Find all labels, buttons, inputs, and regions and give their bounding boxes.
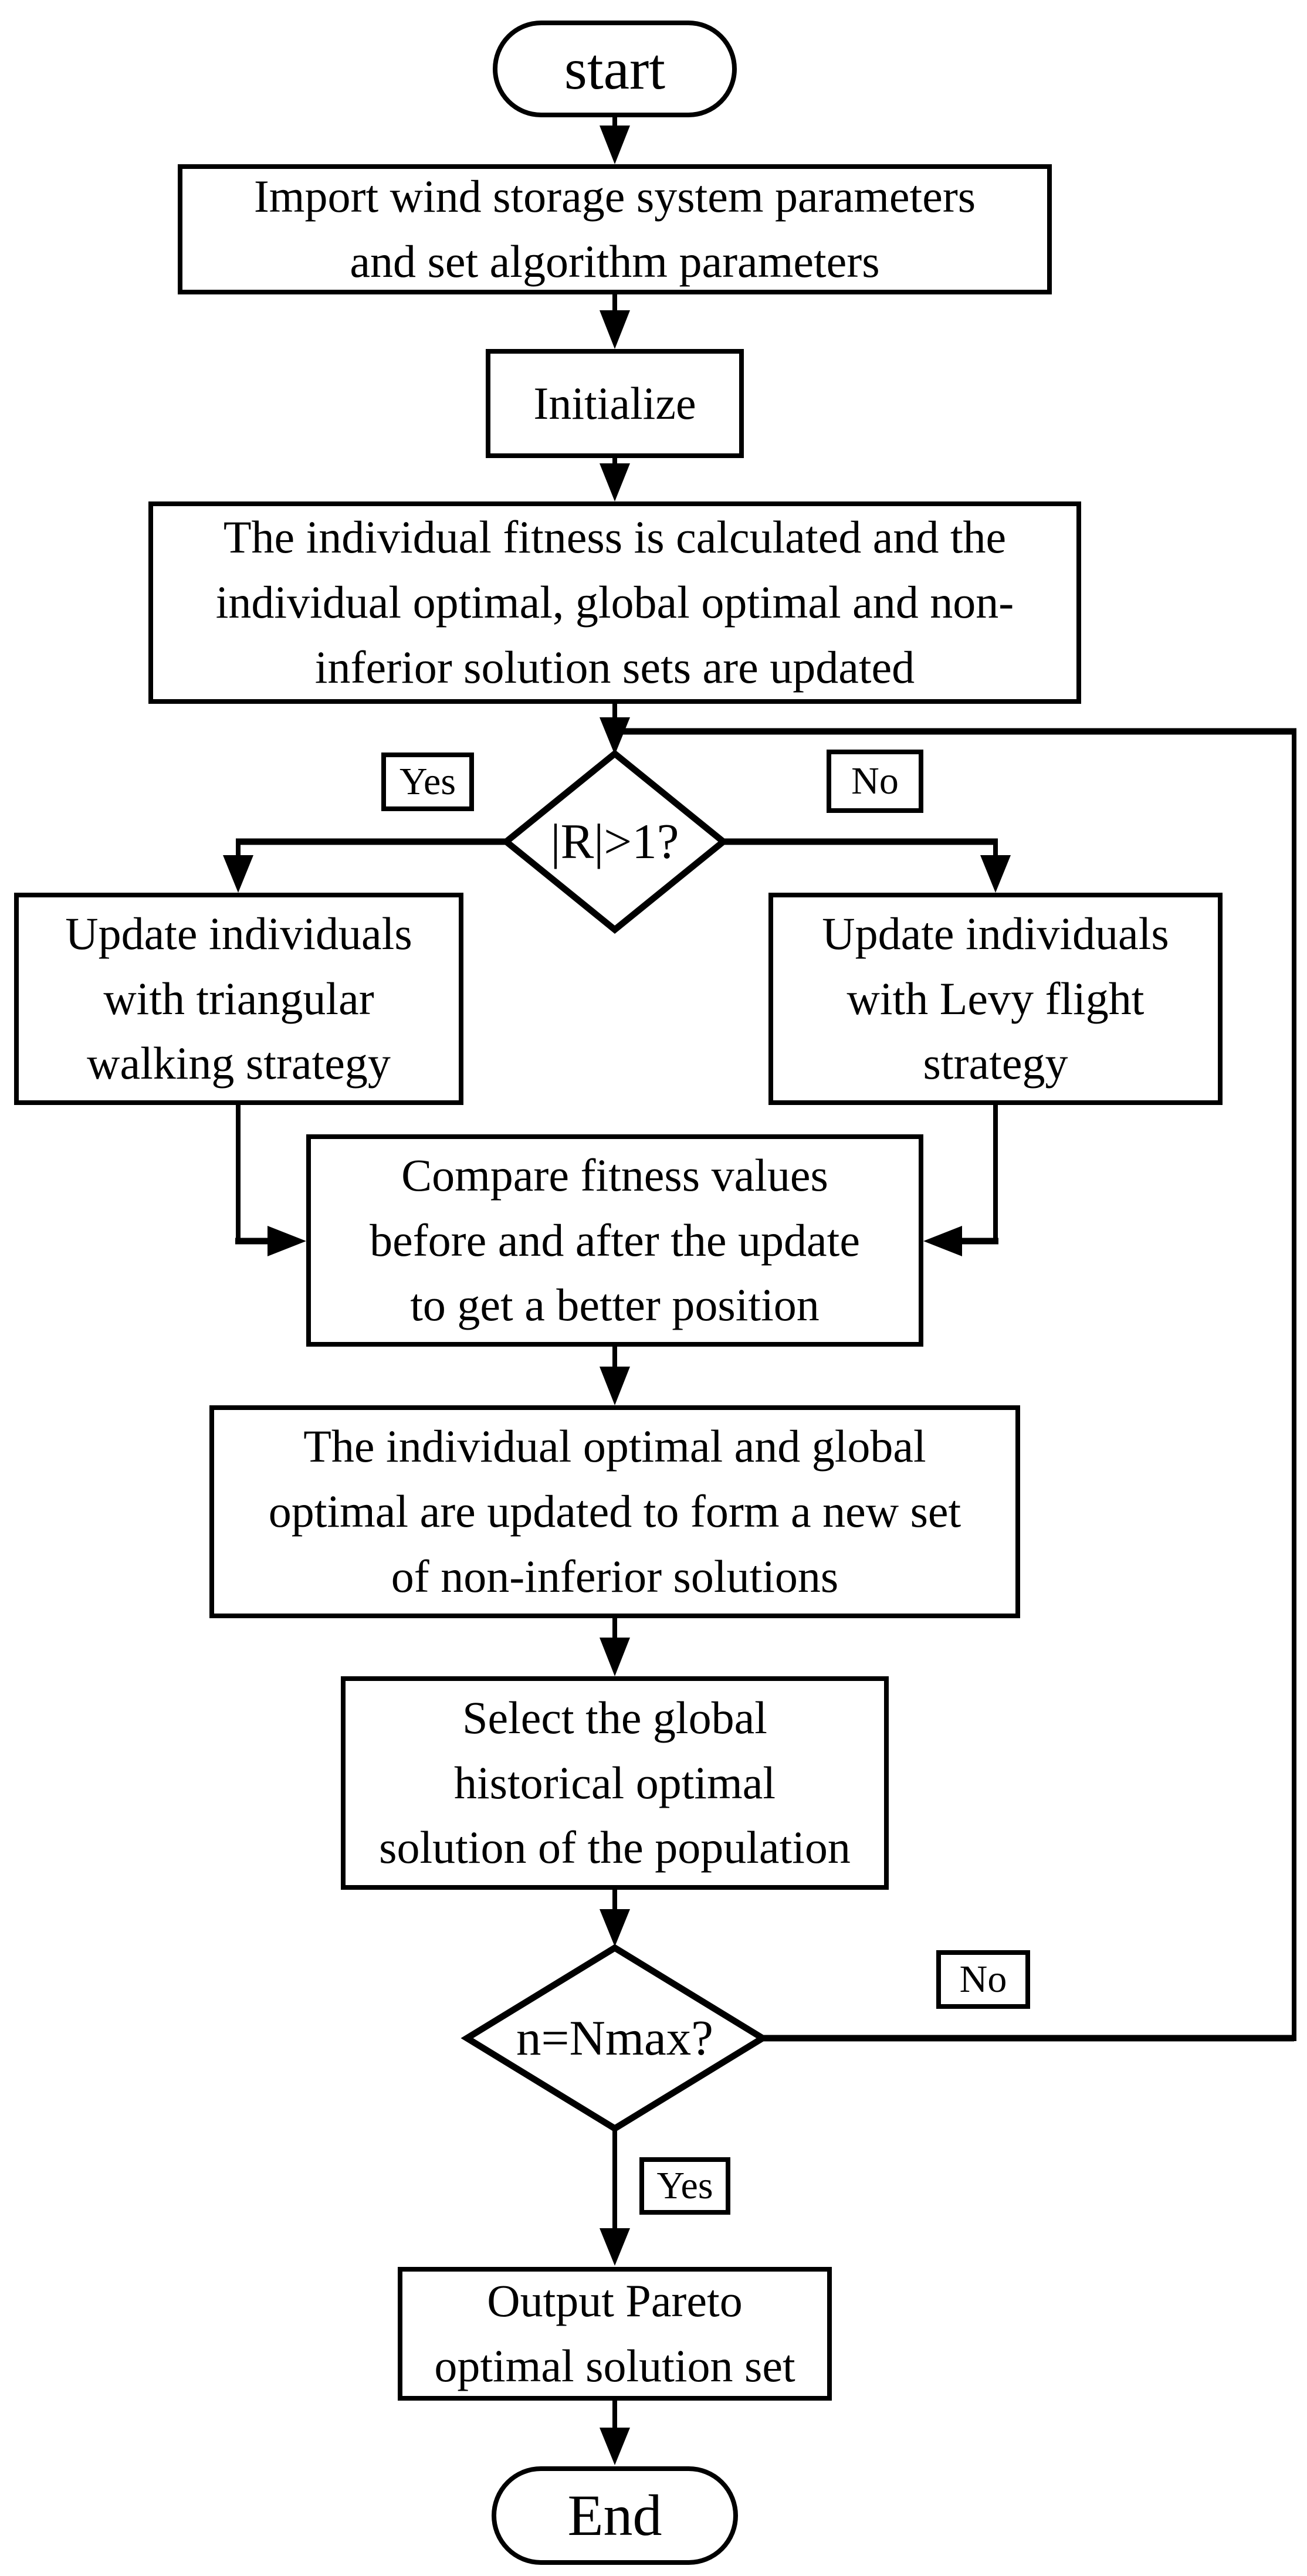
node-select-global: Select the global historical optimal sol… [341, 1676, 889, 1890]
edge-triangular-compare [235, 1105, 306, 1256]
node-import-params: Import wind storage system parameters an… [178, 164, 1052, 294]
edge-start-import [600, 115, 630, 164]
node-r-decision-label: |R|>1? [550, 814, 679, 869]
edge-import-initialize [600, 293, 630, 349]
edge-initialize-fitness [600, 456, 630, 501]
node-triangular-update: Update individuals with triangular walki… [14, 893, 463, 1105]
edge-output-end [600, 2401, 630, 2465]
edge-fitness-rdecision [600, 704, 630, 755]
edge-select-nmax [600, 1890, 630, 1947]
node-end: End [492, 2466, 738, 2565]
node-nmax-decision-label: n=Nmax? [516, 2011, 713, 2066]
node-output-pareto: Output Pareto optimal solution set [398, 2267, 832, 2401]
edge-update-select [600, 1618, 630, 1676]
edge-nmax-yes-output [600, 2128, 630, 2266]
node-update-optimal: The individual optimal and global optima… [209, 1405, 1020, 1618]
edge-nmax-no-feedback [612, 728, 1296, 2042]
edge-label-r-no: No [827, 750, 923, 813]
edge-label-n-no: No [936, 1950, 1030, 2009]
node-compare-fitness: Compare fitness values before and after … [306, 1134, 923, 1347]
edge-compare-update [600, 1347, 630, 1405]
node-initialize: Initialize [486, 349, 744, 458]
node-start: start [493, 21, 737, 117]
edge-levy-compare [923, 1105, 998, 1256]
edge-r-no-levy [723, 838, 1011, 893]
r-decision-diamond [501, 749, 729, 934]
node-calc-fitness: The individual fitness is calculated and… [148, 501, 1081, 704]
edge-label-n-yes: Yes [639, 2157, 730, 2215]
node-levy-update: Update individuals with Levy flight stra… [768, 893, 1223, 1105]
edge-r-yes-triangular [223, 838, 506, 893]
edge-label-r-yes: Yes [381, 753, 474, 811]
